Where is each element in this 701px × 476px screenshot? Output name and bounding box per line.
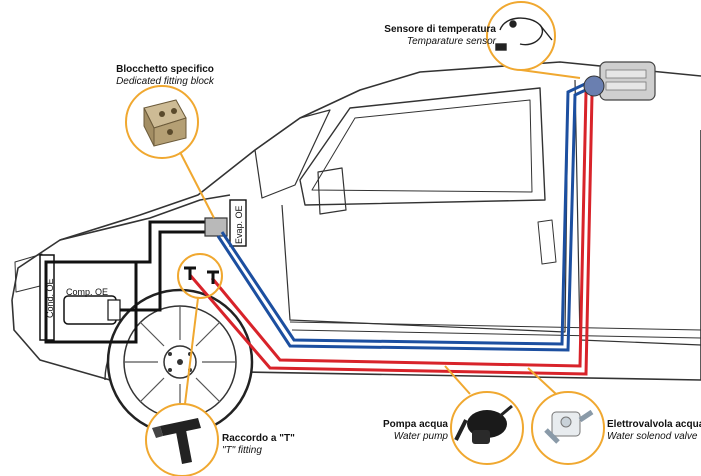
fitting-block-label: Blocchetto specifico Dedicated fitting b… bbox=[95, 64, 235, 88]
valve-label-it: Elettrovalvola acqua bbox=[607, 419, 701, 430]
water-pump-label: Pompa acqua Water pump bbox=[360, 419, 448, 443]
fitting-block-marker bbox=[204, 217, 228, 237]
coolant-lines-red bbox=[188, 91, 594, 376]
temperature-sensor-label: Sensore di temperatura Temparature senso… bbox=[330, 24, 496, 48]
fitting-block-icon bbox=[143, 99, 187, 147]
water-valve-icon bbox=[544, 409, 594, 444]
evaporator-label: Evap. OE bbox=[234, 205, 244, 244]
valve-label-en: Water solenod valve bbox=[607, 431, 698, 442]
ac-pipes bbox=[120, 220, 210, 312]
heater-unit bbox=[583, 61, 656, 101]
block-label-it: Blocchetto specifico bbox=[116, 64, 214, 75]
t-fitting-label: Raccordo a "T" "T" fitting bbox=[222, 433, 332, 457]
water-pump-icon bbox=[454, 404, 513, 444]
compressor-label: Comp. OE bbox=[66, 287, 109, 297]
sensor-label-it: Sensore di temperatura bbox=[384, 24, 496, 35]
tee-label-en: "T" fitting bbox=[222, 445, 262, 456]
pump-label-it: Pompa acqua bbox=[382, 419, 448, 430]
condenser-label: Cond. OE bbox=[45, 278, 55, 318]
t-fitting-markers bbox=[184, 266, 219, 284]
block-label-en: Dedicated fitting block bbox=[116, 76, 214, 87]
front-wheel bbox=[106, 288, 254, 436]
evaporator bbox=[229, 199, 247, 247]
water-valve-label: Elettrovalvola acqua Water solenod valve bbox=[607, 419, 701, 443]
pump-label-en: Water pump bbox=[393, 431, 448, 442]
sensor-icon bbox=[495, 17, 553, 51]
sensor-label-en: Temparature sensor bbox=[406, 36, 496, 47]
ac-components bbox=[39, 254, 138, 344]
tee-label-it: Raccordo a "T" bbox=[222, 433, 295, 444]
coolant-lines-blue bbox=[216, 82, 591, 352]
t-fitting-icon bbox=[152, 418, 201, 464]
